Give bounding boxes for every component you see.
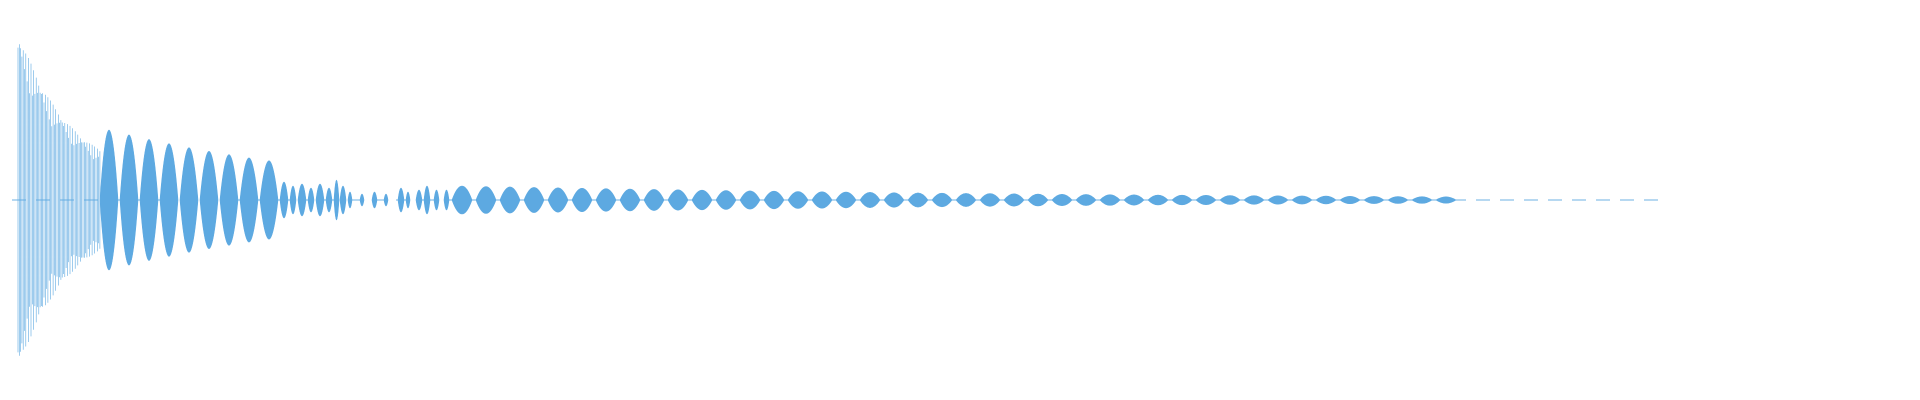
waveform-shapes [17,44,1457,356]
waveform-attack-strokes [17,44,101,356]
waveform-decay-lobes [99,129,1457,271]
